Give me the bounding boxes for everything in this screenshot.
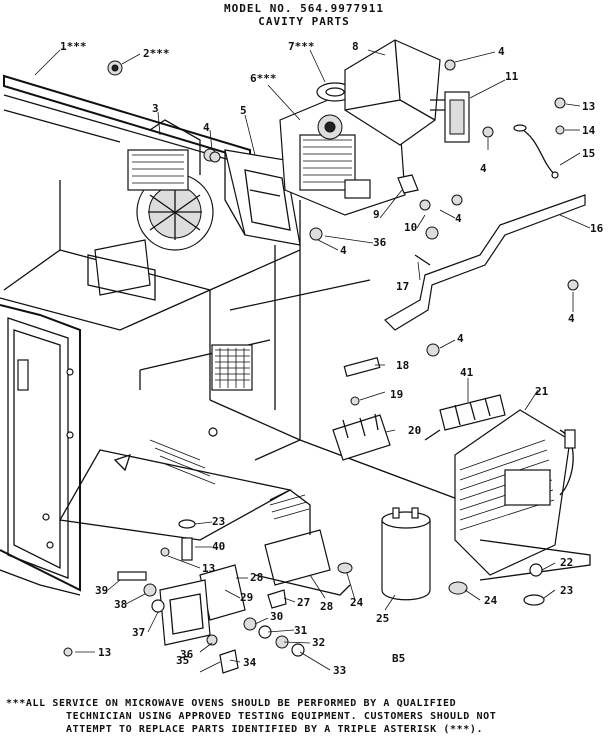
callout-35: 35 (176, 654, 189, 667)
callout-6: 6*** (250, 72, 277, 85)
magnetron-gasket (316, 82, 354, 102)
callout-38: 38 (114, 598, 127, 611)
door-frame (0, 304, 81, 596)
callout-21: 21 (535, 385, 549, 398)
fan-motor-assembly (87, 119, 217, 301)
screws (107, 59, 579, 357)
diagram-code: B5 (392, 652, 405, 665)
cord-clamp (397, 174, 419, 194)
diode (424, 394, 506, 441)
callout-17: 17 (396, 280, 409, 293)
callout-11: 11 (505, 70, 519, 83)
ground-wire (513, 124, 559, 179)
terminal-clip (267, 589, 287, 609)
callout-13-a: 13 (582, 100, 595, 113)
fuse (343, 357, 381, 377)
waveguide-duct (224, 149, 301, 246)
callout-33: 33 (333, 664, 346, 677)
callout-28-a: 28 (250, 571, 263, 584)
mounting-bracket (384, 194, 586, 331)
callout-24-b: 24 (484, 594, 498, 607)
callout-4-f: 4 (457, 332, 464, 345)
nuts-washers (448, 563, 545, 606)
callout-29: 29 (240, 591, 253, 604)
callout-labels: 1*** 2*** 3 4 5 6*** 7*** 8 4 11 13 14 1… (60, 40, 604, 677)
model-number: MODEL NO. 564.9977911 (223, 2, 385, 15)
switch-bracket (159, 564, 246, 646)
callout-13-b: 13 (202, 562, 215, 575)
callout-28-b: 28 (320, 600, 333, 613)
callout-41: 41 (460, 366, 474, 379)
callout-27: 27 (297, 596, 310, 609)
callout-19: 19 (390, 388, 403, 401)
callout-40: 40 (212, 540, 225, 553)
callout-23-b: 23 (212, 515, 225, 528)
callout-23-a: 23 (560, 584, 573, 597)
bolts (63, 519, 196, 657)
interlock-switch (332, 396, 391, 461)
callout-16: 16 (590, 222, 604, 235)
callout-10: 10 (404, 221, 417, 234)
callout-18: 18 (396, 359, 409, 372)
callout-1: 1*** (60, 40, 87, 53)
cavity-enclosure (0, 180, 461, 541)
hv-transformer (454, 409, 591, 581)
callout-24-a: 24 (350, 596, 364, 609)
callout-13-c: 13 (98, 646, 111, 659)
callout-20: 20 (408, 424, 421, 437)
callout-2: 2*** (143, 47, 170, 60)
leader-lines (34, 49, 591, 673)
callout-22: 22 (560, 556, 573, 569)
callout-9: 9 (373, 208, 380, 221)
callout-31: 31 (294, 624, 308, 637)
callout-25: 25 (376, 612, 389, 625)
small-hardware (206, 617, 305, 674)
warning-line-1: ***ALL SERVICE ON MICROWAVE OVENS SHOULD… (6, 698, 457, 709)
hv-capacitor (381, 507, 431, 601)
service-warning: ***ALL SERVICE ON MICROWAVE OVENS SHOULD… (6, 697, 606, 736)
callout-7: 7*** (288, 40, 315, 53)
callout-36-b: 36 (180, 648, 194, 661)
callout-14: 14 (582, 124, 596, 137)
callout-5: 5 (240, 104, 247, 117)
callout-8: 8 (352, 40, 359, 53)
callout-32: 32 (312, 636, 325, 649)
lv-transformer (254, 489, 353, 596)
callout-12: 4 (480, 162, 487, 175)
stop-link (414, 254, 431, 266)
diagram-title: CAVITY PARTS (258, 15, 350, 28)
callout-4-c: 4 (340, 244, 347, 257)
warning-line-2: TECHNICIAN USING APPROVED TESTING EQUIPM… (66, 711, 497, 722)
callout-37: 37 (132, 626, 145, 639)
callout-15: 15 (582, 147, 595, 160)
thermal-cutout (430, 91, 470, 143)
callout-39: 39 (95, 584, 108, 597)
callout-4-d: 4 (455, 212, 462, 225)
callout-4-e: 4 (568, 312, 575, 325)
warning-line-3: ATTEMPT TO REPLACE PARTS IDENTIFIED BY A… (66, 724, 484, 735)
air-guide (344, 39, 441, 146)
cavity-top-rail (3, 74, 251, 162)
callout-4-b: 4 (498, 45, 505, 58)
callout-3: 3 (152, 102, 159, 115)
callout-30: 30 (270, 610, 283, 623)
callout-4-a: 4 (203, 121, 210, 134)
callout-36: 36 (373, 236, 387, 249)
callout-34: 34 (243, 656, 257, 669)
vent-grille (211, 344, 253, 391)
